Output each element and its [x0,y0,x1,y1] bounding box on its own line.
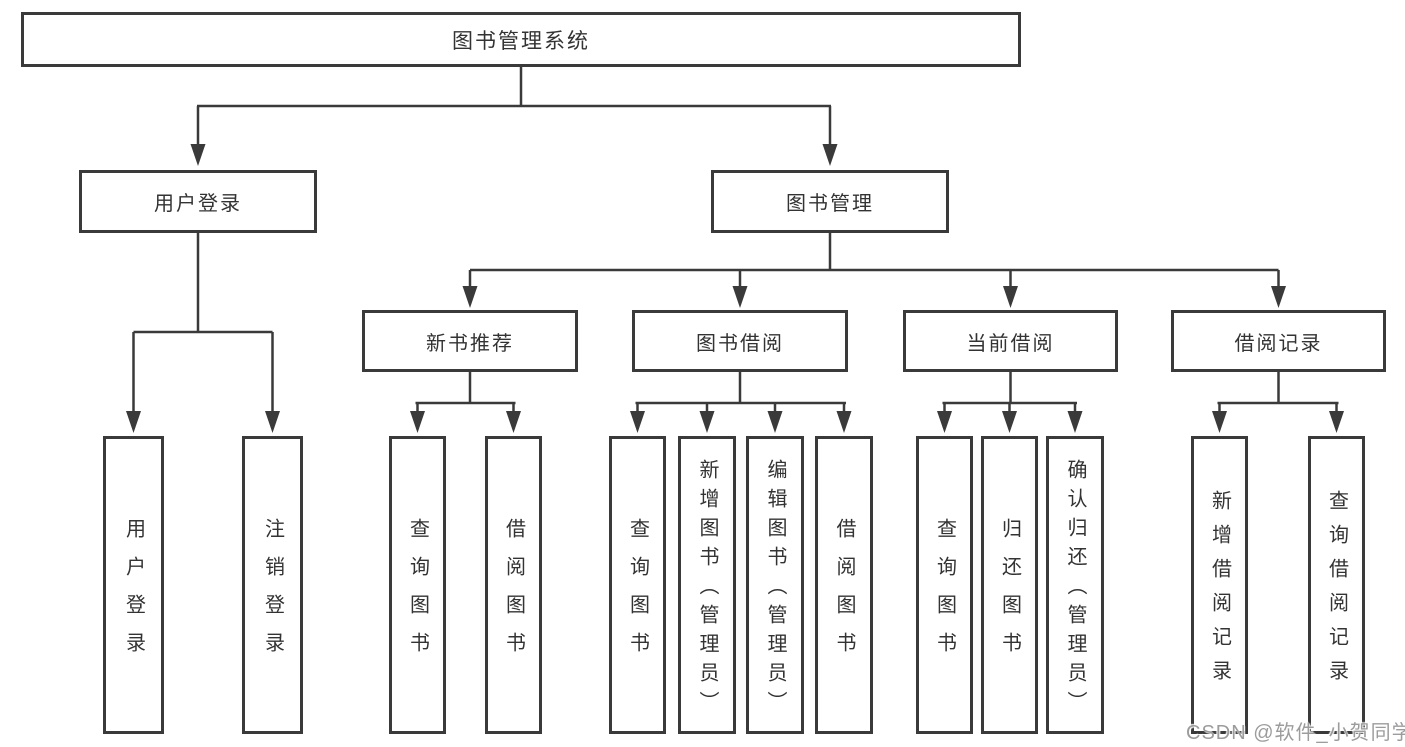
leaf-current-confirm-return-admin-label: 确认归还（管理员） [1064,459,1086,720]
leaf-recommend-borrow-book: 借阅图书 [485,436,542,734]
leaf-logout-label: 注销登录 [261,518,284,670]
node-user-login: 用户登录 [79,170,317,233]
leaf-borrow-add-book-admin-label: 新增图书（管理员） [696,459,718,720]
node-book-management-label: 图书管理 [786,193,874,215]
node-root-label: 图书管理系统 [452,29,590,53]
leaf-current-return-book: 归还图书 [981,436,1038,734]
leaf-current-query-book-label: 查询图书 [933,518,956,670]
leaf-current-confirm-return-admin: 确认归还（管理员） [1046,436,1104,734]
node-book-borrow: 图书借阅 [632,310,848,372]
node-book-borrow-label: 图书借阅 [696,332,784,355]
leaf-borrow-borrow-book-label: 借阅图书 [833,518,855,670]
csdn-watermark: CSDN @软件_小贺同学 [1186,722,1405,744]
leaf-user-login: 用户登录 [103,436,164,734]
node-current-borrow-label: 当前借阅 [966,332,1055,355]
leaf-recommend-query-book: 查询图书 [389,436,446,734]
leaf-borrow-query-book: 查询图书 [609,436,666,734]
leaf-record-query-borrow-record: 查询借阅记录 [1308,436,1365,734]
node-new-book-recommend: 新书推荐 [362,310,578,372]
leaf-recommend-query-book-label: 查询图书 [406,518,429,670]
node-new-book-recommend-label: 新书推荐 [426,332,514,355]
node-book-management: 图书管理 [711,170,949,233]
leaf-borrow-edit-book-admin-label: 编辑图书（管理员） [764,459,786,720]
leaf-record-query-borrow-record-label: 查询借阅记录 [1325,490,1348,694]
node-borrow-record: 借阅记录 [1171,310,1386,372]
leaf-borrow-query-book-label: 查询图书 [626,518,649,670]
leaf-borrow-add-book-admin: 新增图书（管理员） [678,436,736,734]
leaf-borrow-borrow-book: 借阅图书 [815,436,873,734]
node-user-login-label: 用户登录 [154,193,242,215]
leaf-recommend-borrow-book-label: 借阅图书 [502,518,525,670]
leaf-borrow-edit-book-admin: 编辑图书（管理员） [746,436,804,734]
node-borrow-record-label: 借阅记录 [1234,332,1323,355]
leaf-user-login-label: 用户登录 [122,518,145,670]
leaf-current-return-book-label: 归还图书 [998,518,1021,670]
leaf-current-query-book: 查询图书 [916,436,973,734]
node-current-borrow: 当前借阅 [903,310,1118,372]
leaf-record-add-borrow-record: 新增借阅记录 [1191,436,1248,734]
leaf-logout: 注销登录 [242,436,303,734]
node-root: 图书管理系统 [21,12,1021,67]
leaf-record-add-borrow-record-label: 新增借阅记录 [1208,490,1231,694]
